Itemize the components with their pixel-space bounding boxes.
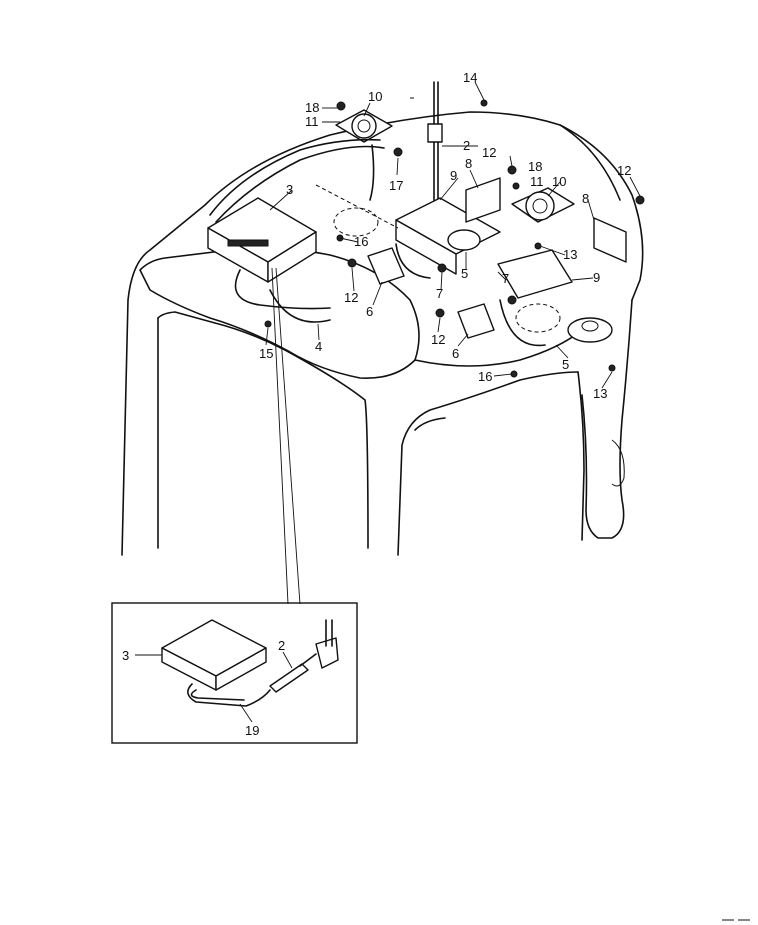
callout-17: 17 bbox=[389, 178, 403, 193]
speaker-left bbox=[335, 109, 393, 143]
speaker-right bbox=[511, 187, 575, 223]
callout-12-b: 12 bbox=[617, 163, 631, 178]
cables bbox=[209, 138, 546, 347]
callout-13-a: 13 bbox=[563, 247, 577, 262]
callout-8-a: 8 bbox=[465, 156, 472, 171]
callout-6-b: 6 bbox=[452, 346, 459, 361]
speaker-rear bbox=[567, 317, 613, 343]
callout-19: 19 bbox=[245, 723, 259, 738]
callout-3-main: 3 bbox=[286, 182, 293, 197]
callout-16-a: 16 bbox=[354, 234, 368, 249]
callout-7-a: 7 bbox=[502, 271, 509, 286]
hidden-outlines bbox=[315, 184, 561, 333]
callout-leaders bbox=[135, 81, 641, 723]
radio-unit-roof bbox=[207, 197, 317, 283]
antenna-rod bbox=[427, 81, 443, 201]
callout-3-inset: 3 bbox=[122, 648, 129, 663]
callout-12-c: 12 bbox=[344, 290, 358, 305]
callout-8-b: 8 bbox=[582, 191, 589, 206]
bracket-right bbox=[497, 217, 627, 299]
callout-6-a: 6 bbox=[366, 304, 373, 319]
callout-12-d: 12 bbox=[431, 332, 445, 347]
cover-right bbox=[457, 303, 495, 339]
callout-5-a: 5 bbox=[461, 266, 468, 281]
callout-5-b: 5 bbox=[562, 357, 569, 372]
callout-18-b: 18 bbox=[528, 159, 542, 174]
callout-14: 14 bbox=[463, 70, 477, 85]
hardware bbox=[264, 99, 645, 378]
callout-9-a: 9 bbox=[450, 168, 457, 183]
callout-9-b: 9 bbox=[593, 270, 600, 285]
inset-detail bbox=[111, 602, 358, 744]
callout-2-main: 2 bbox=[463, 138, 470, 153]
callout-4: 4 bbox=[315, 339, 322, 354]
cover-left bbox=[367, 247, 405, 285]
callout-labels: 18 11 10 14 2 12 18 11 10 12 8 8 9 9 17 … bbox=[122, 70, 631, 738]
callout-2-inset: 2 bbox=[278, 638, 285, 653]
inset-leaders bbox=[271, 267, 301, 605]
callout-7-b: 7 bbox=[436, 286, 443, 301]
callout-11-b: 11 bbox=[530, 174, 544, 189]
stray-marks bbox=[410, 97, 750, 921]
callout-11-a: 11 bbox=[305, 114, 319, 129]
callout-13-b: 13 bbox=[593, 386, 607, 401]
bracket-center bbox=[395, 177, 501, 275]
callout-12-a: 12 bbox=[482, 145, 496, 160]
callout-18-a: 18 bbox=[305, 100, 319, 115]
callout-16-b: 16 bbox=[478, 369, 492, 384]
callout-10-b: 10 bbox=[552, 174, 566, 189]
callout-15: 15 bbox=[259, 346, 273, 361]
callout-10-a: 10 bbox=[368, 89, 382, 104]
